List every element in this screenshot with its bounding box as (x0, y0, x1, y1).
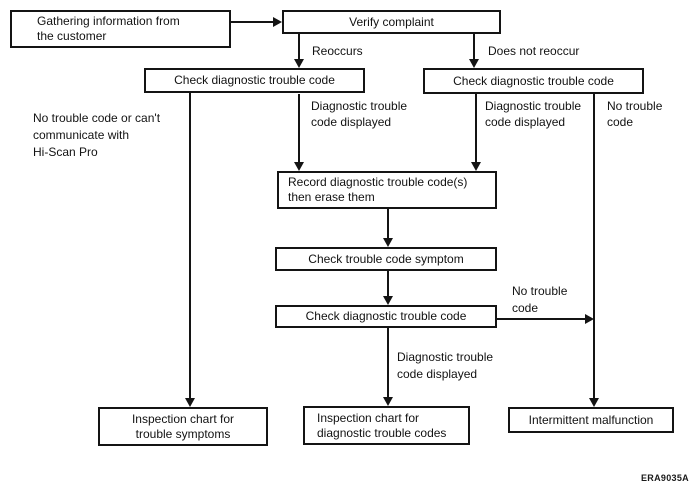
figure-code: ERA9035A (641, 473, 689, 483)
arrow-check-right-to-record (475, 94, 477, 162)
label-no-trouble-code-recheck: No trouble code (512, 284, 568, 315)
arrow-gathering-to-verify (231, 21, 273, 23)
arrow-check-again-to-inspection-codes (387, 328, 389, 397)
node-gathering-information: Gathering information from the customer (10, 10, 231, 48)
label-no-trouble-code-right: No trouble code (607, 99, 663, 129)
node-check-dtc-reoccurs: Check diagnostic trouble code (144, 68, 365, 93)
node-inspection-chart-trouble-symptoms: Inspection chart for trouble symptoms (98, 407, 268, 446)
arrow-check-left-to-record (298, 94, 300, 162)
arrow-check-again-to-intermittent-line (497, 318, 585, 320)
arrow-verify-to-check-right (473, 34, 475, 59)
arrow-record-to-symptom (387, 209, 389, 238)
label-dtc-displayed-right: Diagnostic trouble code displayed (485, 99, 582, 129)
label-dtc-displayed-recheck: Diagnostic trouble code displayed (397, 350, 494, 381)
node-record-erase-dtc: Record diagnostic trouble code(s) then e… (277, 171, 497, 209)
label-no-trouble-code-cant-communicate: No trouble code or can't communicate wit… (33, 111, 161, 159)
arrow-check-left-to-inspection-symptoms (189, 93, 191, 398)
node-verify-complaint: Verify complaint (282, 10, 501, 34)
node-check-dtc-not-reoccur: Check diagnostic trouble code (423, 68, 644, 94)
label-reoccurs: Reoccurs (312, 44, 363, 58)
node-check-dtc-again: Check diagnostic trouble code (275, 305, 497, 328)
node-check-trouble-code-symptom: Check trouble code symptom (275, 247, 497, 271)
arrow-verify-to-check-left (298, 34, 300, 59)
label-dtc-displayed-left: Diagnostic trouble code displayed (311, 99, 408, 129)
arrow-symptom-to-check-again (387, 271, 389, 296)
arrow-check-right-to-intermittent (593, 94, 595, 398)
node-intermittent-malfunction: Intermittent malfunction (508, 407, 674, 433)
label-does-not-reoccur: Does not reoccur (488, 44, 580, 58)
node-inspection-chart-dtc: Inspection chart for diagnostic trouble … (303, 406, 470, 445)
